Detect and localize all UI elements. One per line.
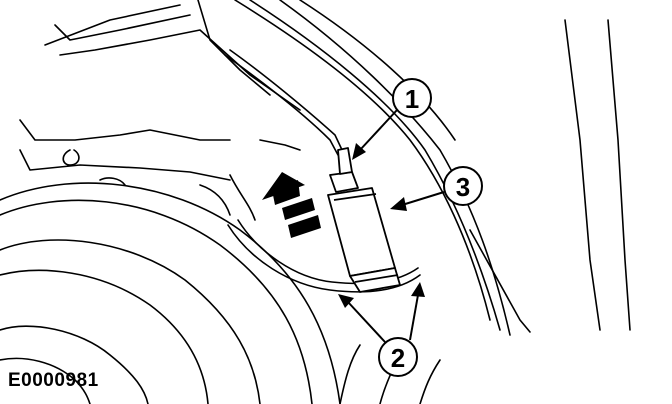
- callout-2: 2: [338, 282, 425, 377]
- callout-1-label: 1: [405, 84, 419, 114]
- body-panel-outlines: [0, 0, 631, 404]
- callout-2-arrowhead-left: [338, 294, 354, 308]
- removal-direction-arrow: [262, 172, 321, 238]
- callout-3-label: 3: [456, 172, 470, 202]
- callout-3-arrowhead: [390, 197, 407, 211]
- callout-3: 3: [390, 166, 483, 211]
- callout-2-arrowhead-right: [411, 282, 425, 297]
- callout-1-arrowhead: [352, 143, 366, 160]
- washer-pump: [327, 147, 401, 293]
- figure-id-label: E0000981: [8, 370, 99, 391]
- callout-2-label: 2: [391, 343, 405, 373]
- callout-1: 1: [352, 78, 432, 160]
